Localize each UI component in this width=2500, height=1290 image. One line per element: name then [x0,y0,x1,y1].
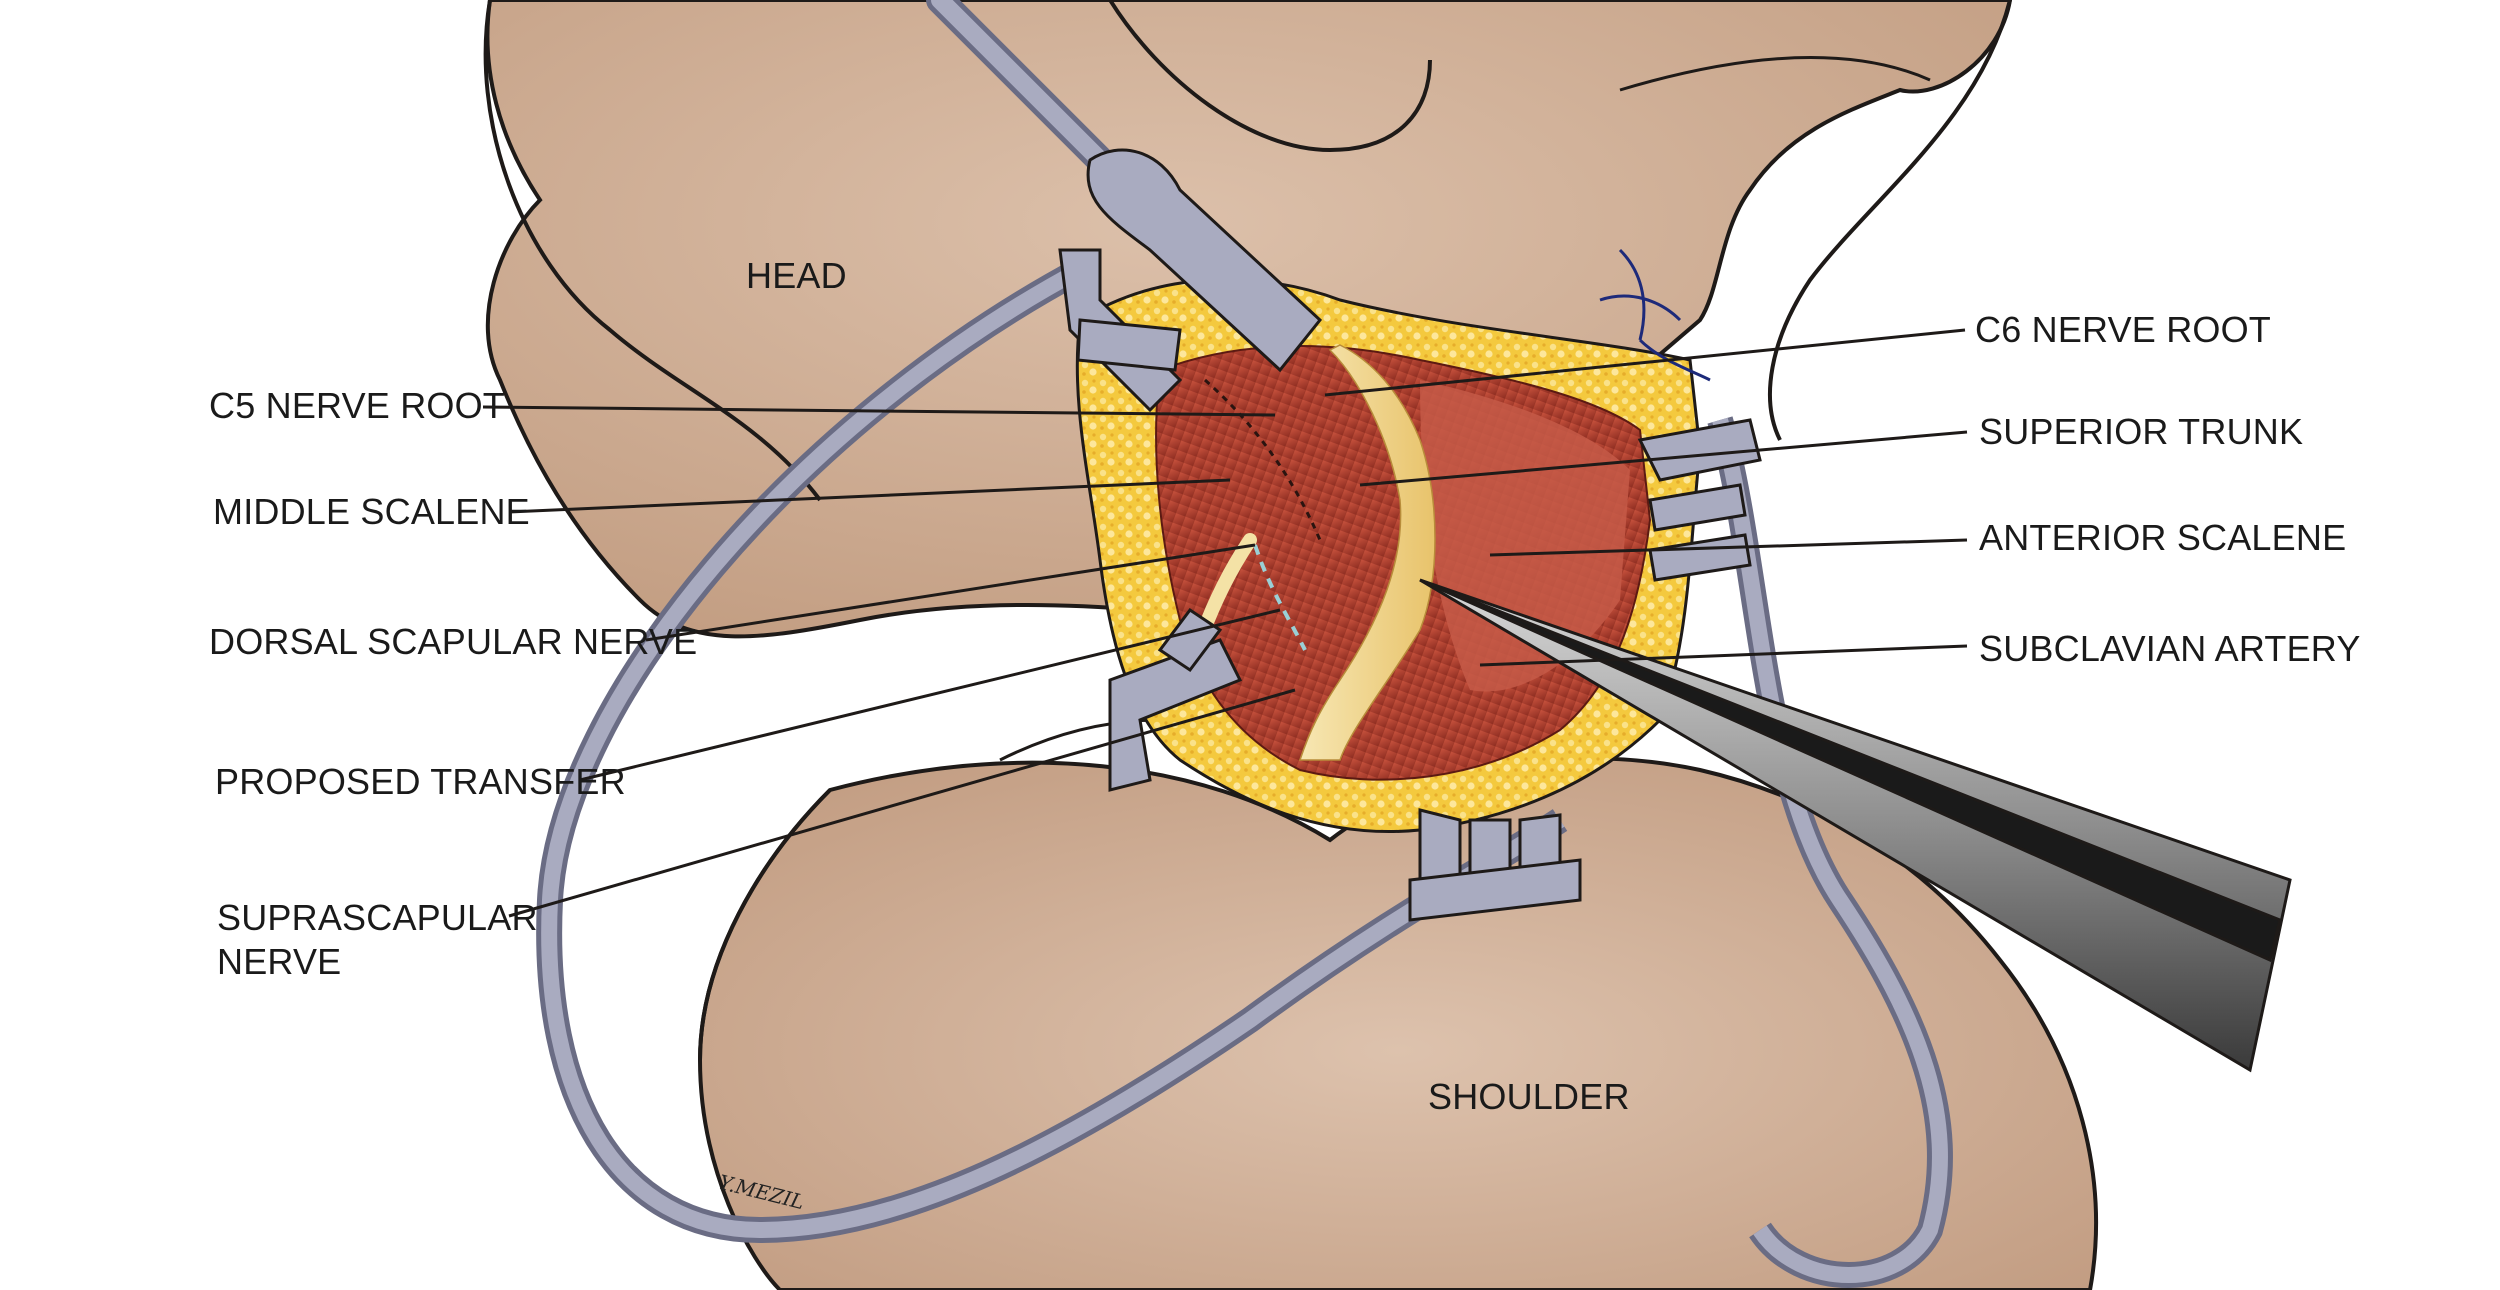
jaw-contour [1619,56,1931,92]
leader-middle-scalene [508,478,1231,514]
retractor-blade-bottom [1408,808,1582,922]
leader-c5 [482,405,1276,417]
forceps [1419,578,2292,1073]
label-suprascapular-nerve-line1: SUPRASCAPULAR [217,897,538,938]
leader-subclavian [1479,644,1968,667]
leader-c6 [1324,328,1966,397]
leader-lines-left [482,405,1296,918]
region-label-shoulder: SHOULDER [1428,1076,1630,1117]
retractor-loop-right-highlight [1712,417,1948,1283]
leader-dorsal-scapular [645,543,1256,642]
suture [1599,248,1711,382]
label-middle-scalene: MIDDLE SCALENE [213,491,530,532]
shoulder-contour [698,788,832,1061]
region-label-head: HEAD [746,255,847,296]
leader-lines-right [1324,328,1968,667]
superior-trunk-nerve [1298,344,1436,761]
leader-superior-trunk [1359,430,1968,487]
leader-suprascapular [508,688,1296,918]
proposed-transfer-dashed [1253,544,1307,651]
middle-scalene-dotted [1204,378,1322,541]
retractor-loop-left-highlight [541,262,1565,1239]
anterior-scalene-muscle [1420,380,1630,692]
leader-anterior-scalene [1489,538,1968,557]
leader-proposed-transfer [579,608,1281,782]
label-suprascapular-nerve-line2: NERVE [217,941,342,982]
label-dorsal-scapular-nerve: DORSAL SCAPULAR NERVE [209,621,698,662]
retractor-handle [1086,148,1323,373]
label-superior-trunk: SUPERIOR TRUNK [1979,411,2304,452]
label-subclavian-artery: SUBCLAVIAN ARTERY [1979,628,2361,669]
neck-contour-right [1768,0,2012,441]
label-c5-nerve-root: C5 NERVE ROOT [209,385,505,426]
ear-contour [1108,0,1432,153]
label-proposed-transfer: PROPOSED TRANSFER [215,761,626,802]
retractor-blade-upper-left [1058,248,1183,413]
label-c6-nerve-root: C6 NERVE ROOT [1975,309,2271,350]
retractor-tube-highlight [931,0,1119,179]
label-anterior-scalene: ANTERIOR SCALENE [1979,517,2347,558]
retractor-blade-right [1637,418,1762,582]
head-contour [483,0,822,502]
retractor-blade-lower-left [1108,607,1243,792]
